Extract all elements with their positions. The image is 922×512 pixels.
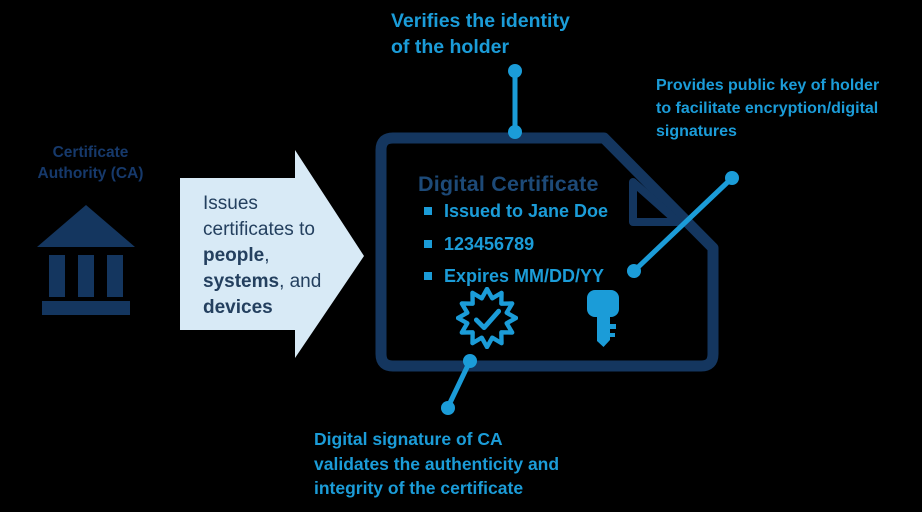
key-tooth (609, 324, 616, 329)
arrow-text-systems: systems (203, 271, 280, 292)
connector-bottom-dot (441, 401, 455, 415)
arrow-shape (180, 150, 364, 358)
key-tooth (609, 333, 615, 337)
bank-column (49, 255, 65, 297)
arrow-text-separator: , and (279, 271, 322, 292)
bank-icon (37, 205, 135, 315)
connector-top-dot (508, 64, 522, 78)
arrow-text: Issues certificates to people, systems, … (203, 191, 339, 321)
callout-public-key: Provides public key of holder to facilit… (656, 74, 879, 143)
arrow-text-people: people (203, 245, 265, 266)
certificate-bullet-list: Issued to Jane Doe 123456789 Expires MM/… (424, 201, 608, 299)
seal-checkmark (473, 308, 502, 331)
bank-column (107, 255, 123, 297)
ca-label: Certificate Authority (CA) (37, 144, 144, 182)
seal-starburst (456, 287, 518, 349)
arrow-text-devices: devices (203, 297, 273, 318)
bank-base (42, 301, 130, 315)
arrow-text-segment: Issues certificates to (203, 193, 315, 240)
callout-line: signatures (656, 123, 737, 140)
connector-right-dot (725, 171, 739, 185)
document-outline (375, 132, 719, 372)
issues-arrow (180, 150, 364, 358)
callout-line: validates the authenticity and (314, 453, 560, 474)
bank-pediment (37, 205, 135, 247)
certificate-bullet-expires: Expires MM/DD/YY (424, 266, 608, 287)
callout-line: Digital signature of CA (314, 429, 503, 449)
callout-verifies-identity: Verifies the identity of the holder (391, 8, 570, 60)
callout-line: Provides public key of holder (656, 77, 880, 94)
certificate-bullet-serial: 123456789 (424, 234, 608, 255)
bank-column (78, 255, 94, 297)
key-shaft (597, 316, 610, 347)
seal-check-icon (456, 287, 518, 349)
callout-line: to facilitate encryption/digital (656, 100, 879, 117)
key-icon (587, 290, 619, 347)
certificate-title: Digital Certificate (418, 172, 599, 196)
callout-line: integrity of the certificate (314, 478, 524, 498)
arrow-text-separator: , (264, 245, 270, 266)
callout-digital-signature: Digital signature of CA validates the au… (314, 427, 559, 501)
callout-line: Verifies the identity (391, 10, 570, 32)
key-head (587, 290, 619, 317)
certificate-bullet-issued-to: Issued to Jane Doe (424, 201, 608, 222)
callout-line: of the holder (391, 36, 510, 58)
